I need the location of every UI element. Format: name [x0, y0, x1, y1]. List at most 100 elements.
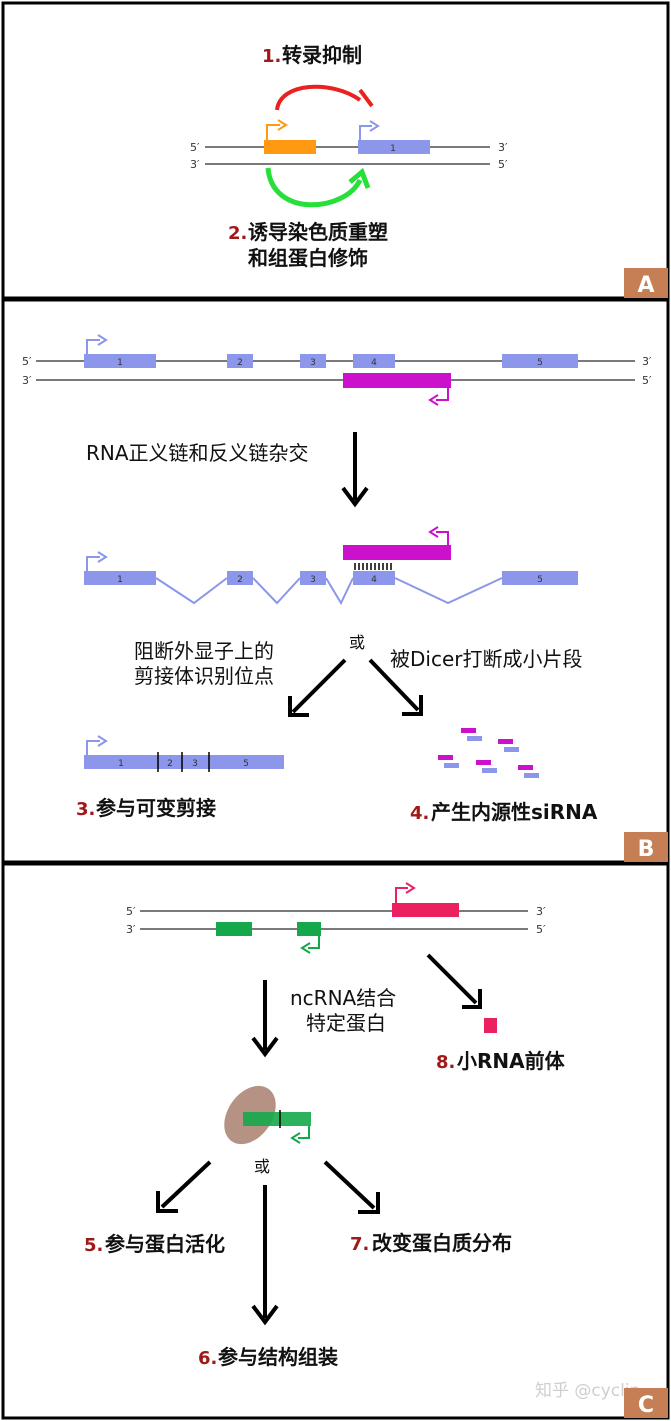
b-promoter-arrowhead-icon [97, 334, 108, 346]
c-green-arrowhead-icon [300, 942, 311, 954]
b-left-line2: 剪接体识别位点 [134, 664, 274, 688]
c-green-gene-1 [216, 922, 252, 936]
b-spliced-2: 2 [167, 759, 173, 769]
orange-gene [264, 140, 316, 154]
b-strand-3-right: 3′ [642, 355, 652, 368]
b-down-arrowhead-icon [341, 486, 369, 508]
b-antisense-promoter-icon [436, 388, 449, 401]
repression-bar [358, 88, 374, 108]
b-spliced-5: 5 [243, 759, 249, 769]
blue-promoter-arrowhead-icon [369, 120, 380, 132]
b3-promoter-icon [86, 740, 100, 755]
b-exon-1-label: 1 [117, 358, 123, 368]
c-pink-arrowhead-icon [405, 882, 416, 894]
c-green-promoter-icon [308, 936, 320, 949]
b2-exon-2 [227, 571, 253, 585]
panel-c-letter: C [638, 1393, 654, 1418]
c-green-gene-2 [297, 922, 321, 936]
c-bind-line1: ncRNA结合 [290, 986, 396, 1010]
b2-antisense [343, 545, 451, 560]
strand-5-right: 5′ [498, 158, 508, 171]
b-strand-5-right: 5′ [642, 374, 652, 387]
b-intron-3 [325, 577, 354, 606]
item7-number: 7. [350, 1234, 369, 1255]
b2-promoter-arrowhead-icon [97, 551, 108, 563]
b2-exon-4-label: 4 [371, 575, 377, 585]
blue-gene [358, 140, 430, 154]
item8-number: 8. [436, 1052, 455, 1073]
item1-number: 1. [262, 46, 281, 67]
strand-3-left: 3′ [190, 158, 200, 171]
b-intron-4 [394, 577, 503, 605]
orange-promoter-icon [266, 124, 280, 140]
c-strand-5-right: 5′ [536, 923, 546, 936]
b-spliced-3: 3 [192, 759, 198, 769]
c-bind-line2: 特定蛋白 [306, 1011, 386, 1035]
item6-text: 参与结构组装 [218, 1345, 338, 1369]
item2-number: 2. [228, 223, 247, 244]
panel-a-border [1, 1, 670, 300]
b-or-text: 或 [349, 633, 365, 652]
b-spliced-mrna [84, 755, 284, 769]
b-strand-3-left: 3′ [22, 374, 32, 387]
chromatin-arc [265, 167, 363, 208]
panel-c: 5′ 3′ 3′ 5′ 8. 小RNA前体 ncRNA结合 特定蛋白 或 [1, 862, 670, 1420]
c-small-rna-arrowhead-icon [462, 989, 482, 1009]
c-bind-arrowhead-icon [251, 1036, 279, 1058]
b-exon-4 [353, 354, 395, 368]
c-strand-3-right: 3′ [536, 905, 546, 918]
strand-5-left: 5′ [190, 141, 200, 154]
chromatin-arrowhead-icon [348, 167, 371, 189]
c-bound-arrowhead-icon [290, 1132, 301, 1144]
b-exon-2 [227, 354, 253, 368]
b2-exon-3-label: 3 [310, 575, 316, 585]
b-intron-1 [155, 577, 228, 605]
b-right-arrow [368, 658, 420, 712]
b3-promoter-arrowhead-icon [97, 735, 108, 747]
panel-a-letter: A [637, 273, 654, 298]
panel-b-tag [624, 832, 668, 862]
c-strand-3-left: 3′ [126, 923, 136, 936]
item5-number: 5. [84, 1235, 103, 1256]
panel-b-border [1, 298, 670, 864]
b-exon-2-label: 2 [237, 358, 243, 368]
b2-base-pairs [354, 563, 392, 570]
b-right-text: 被Dicer打断成小片段 [390, 647, 582, 671]
b2-promoter-icon [86, 556, 100, 571]
item2-line2: 和组蛋白修饰 [248, 246, 368, 270]
panel-b: 5′ 3′ 3′ 5′ 1 2 3 4 5 RNA正义链和反义链杂交 1 2 [1, 298, 670, 864]
b-antisense-arrowhead-icon [428, 394, 439, 406]
b2-exon-5-label: 5 [537, 575, 543, 585]
c-pink-promoter-icon [395, 887, 408, 903]
b-spliced-1: 1 [118, 759, 124, 769]
b2-antisense-arrowhead-icon [428, 526, 439, 538]
b2-exon-5 [502, 571, 578, 585]
item4-text: 产生内源性siRNA [431, 800, 598, 824]
b2-exon-1 [84, 571, 156, 585]
b-intron-2 [252, 577, 301, 605]
b-left-line1: 阻断外显子上的 [134, 639, 274, 663]
strand-3-right: 3′ [498, 141, 508, 154]
item4-number: 4. [410, 803, 429, 824]
sirna-fragments [438, 728, 539, 778]
b2-exon-2-label: 2 [237, 575, 243, 585]
c-right-arrowhead-icon [358, 1192, 380, 1214]
repression-arc [275, 84, 362, 111]
b-exon-3-label: 3 [310, 358, 316, 368]
b-promoter-icon [86, 339, 100, 354]
b-exon-1 [84, 354, 156, 368]
panel-c-tag [624, 1388, 668, 1418]
b2-exon-1-label: 1 [117, 575, 123, 585]
b2-antisense-promoter-icon [436, 531, 449, 545]
b-left-arrow [291, 658, 347, 714]
panel-b-letter: B [638, 837, 655, 862]
c-middle-arrowhead-icon [251, 1304, 279, 1326]
item2-line1: 诱导染色质重塑 [248, 220, 388, 244]
b-hybrid-text: RNA正义链和反义链杂交 [86, 441, 309, 465]
item3-text: 参与可变剪接 [96, 796, 216, 820]
b-strand-5-left: 5′ [22, 355, 32, 368]
item7-text: 改变蛋白质分布 [372, 1231, 512, 1255]
panel-a: 5′ 3′ 3′ 5′ 1 1. 转录抑制 2. 诱导染色质重塑 和组蛋白修饰 … [1, 1, 670, 300]
c-small-rna-arrow [426, 953, 478, 1005]
